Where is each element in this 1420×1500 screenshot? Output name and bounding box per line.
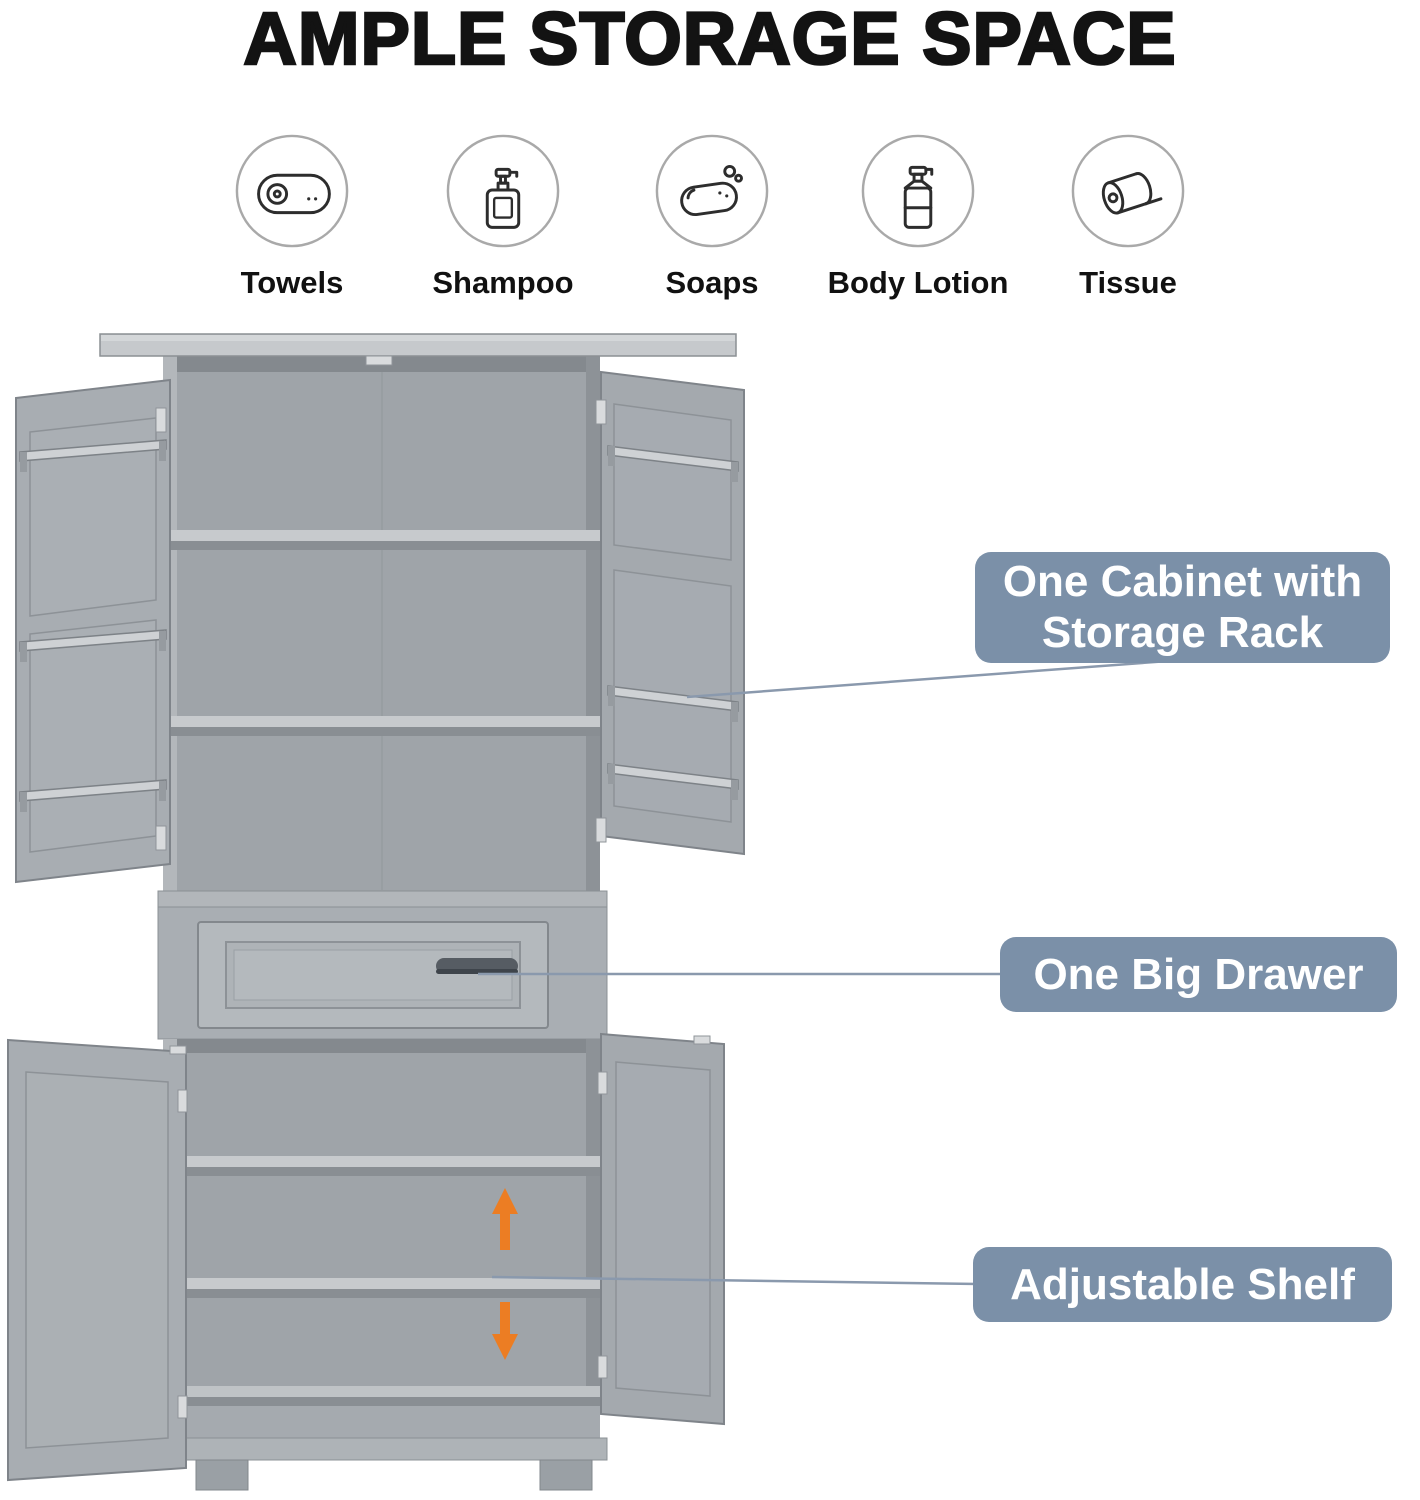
adjustable-shelf-arrows bbox=[492, 1188, 518, 1360]
shampoo-bottle-icon bbox=[444, 132, 562, 250]
towel-icon bbox=[233, 132, 351, 250]
arrow-down-icon bbox=[492, 1302, 518, 1360]
callout-adjustable-shelf-label: Adjustable Shelf bbox=[1010, 1259, 1355, 1309]
lower-left-door bbox=[7, 1038, 188, 1482]
feature-soaps: Soaps bbox=[602, 132, 822, 301]
callout-big-drawer: One Big Drawer bbox=[1000, 937, 1397, 1012]
lower-cabinet bbox=[157, 1039, 608, 1491]
callout-cabinet-storage-rack: One Cabinet with Storage Rack bbox=[975, 552, 1390, 663]
feature-label-towels: Towels bbox=[240, 265, 344, 300]
soap-bar-icon bbox=[653, 132, 771, 250]
callout-connector-lines bbox=[478, 658, 1183, 1286]
lower-right-door bbox=[597, 1032, 725, 1426]
drawer-handle bbox=[436, 958, 518, 974]
feature-tissue: Tissue bbox=[1018, 132, 1238, 301]
upper-right-door-storage-rack bbox=[600, 370, 745, 856]
callout-adjustable-shelf: Adjustable Shelf bbox=[973, 1247, 1392, 1322]
feature-label-body-lotion: Body Lotion bbox=[827, 265, 1009, 300]
feature-label-soaps: Soaps bbox=[665, 265, 759, 300]
arrow-up-icon bbox=[492, 1188, 518, 1250]
feature-label-shampoo: Shampoo bbox=[432, 265, 574, 300]
callout-big-drawer-label: One Big Drawer bbox=[1033, 949, 1364, 999]
tissue-roll-icon bbox=[1069, 132, 1187, 250]
feature-body-lotion: Body Lotion bbox=[808, 132, 1028, 301]
connector-shelf bbox=[491, 1275, 979, 1286]
lotion-bottle-icon bbox=[859, 132, 977, 250]
feature-towels: Towels bbox=[182, 132, 402, 301]
hinges-upper bbox=[155, 355, 607, 851]
page-title: AMPLE STORAGE SPACE bbox=[242, 0, 1177, 80]
upper-left-door-storage-rack bbox=[15, 378, 171, 884]
feature-shampoo: Shampoo bbox=[393, 132, 613, 301]
connector-storage-rack bbox=[686, 658, 1183, 699]
feature-label-tissue: Tissue bbox=[1079, 265, 1177, 300]
callout-cabinet-storage-rack-label: One Cabinet with Storage Rack bbox=[1002, 556, 1363, 657]
